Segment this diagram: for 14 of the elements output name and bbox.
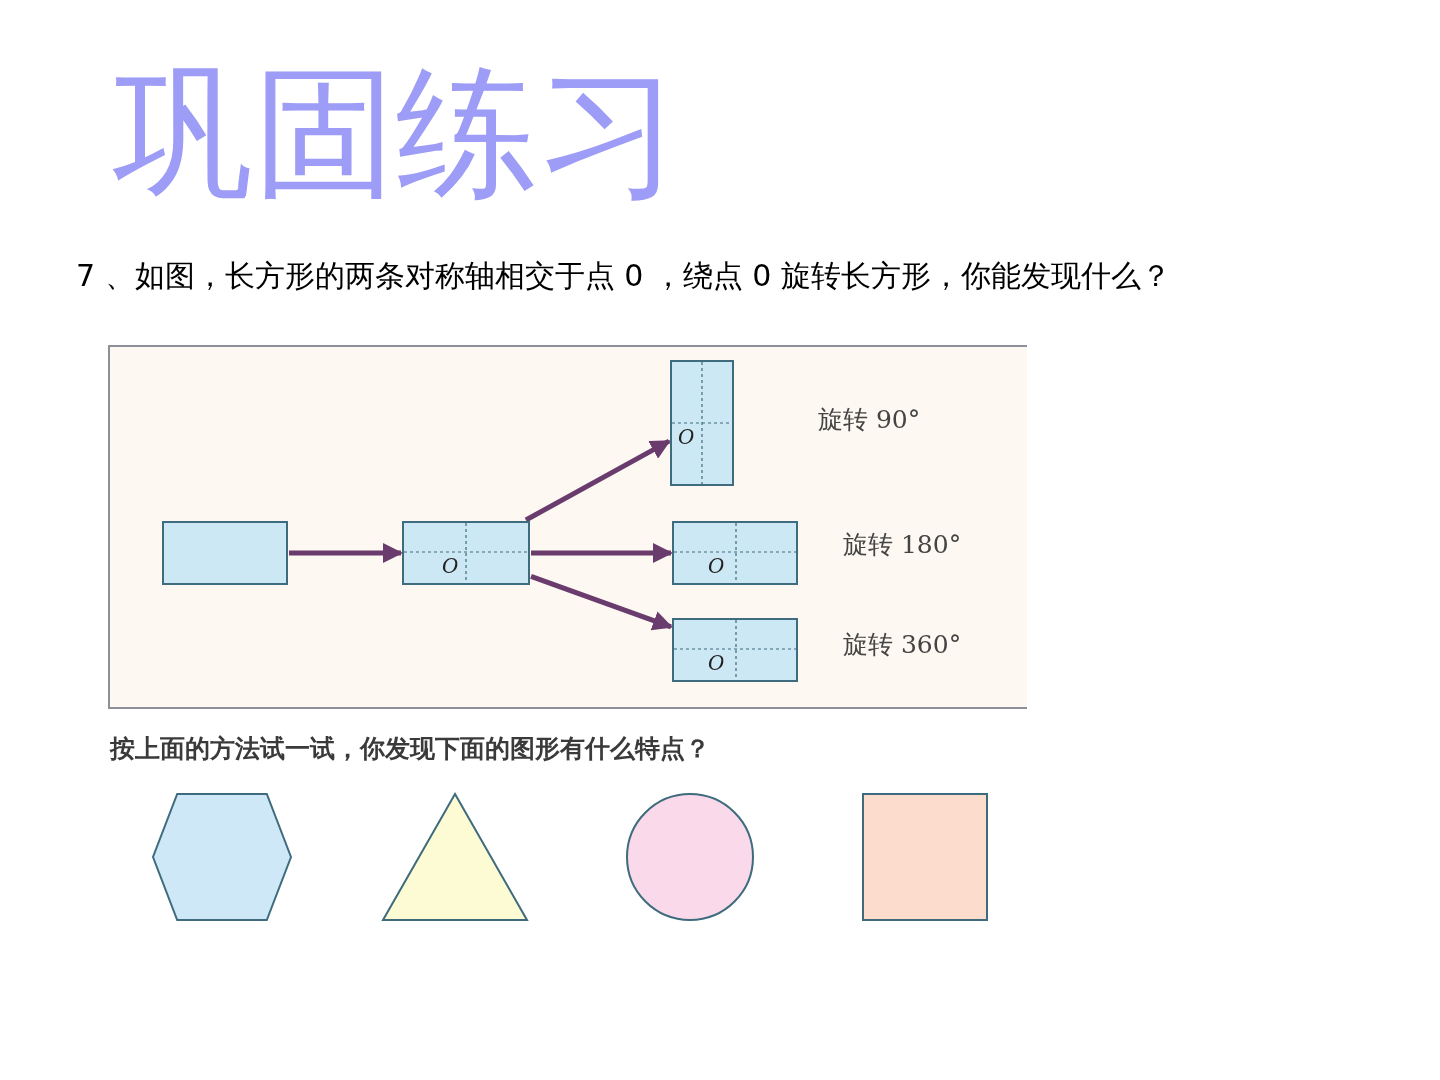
question-text: 7 、如图，长方形的两条对称轴相交于点 0 ，绕点 0 旋转长方形，你能发现什么？ — [76, 257, 1171, 295]
rotation-label: 旋转 180° — [843, 529, 962, 561]
point-label: O — [708, 652, 725, 674]
arrow — [524, 439, 671, 523]
arrow — [531, 543, 673, 563]
point-label: O — [678, 426, 695, 448]
point-label: O — [442, 555, 459, 577]
arrow — [289, 543, 403, 563]
rotation-label: 旋转 90° — [818, 404, 921, 436]
title: 巩固练习 — [112, 49, 680, 217]
instruction-text: 按上面的方法试一试，你发现下面的图形有什么特点？ — [110, 733, 710, 765]
rotation-label: 旋转 360° — [843, 629, 962, 661]
arrow — [530, 574, 673, 631]
point-label: O — [708, 555, 725, 577]
